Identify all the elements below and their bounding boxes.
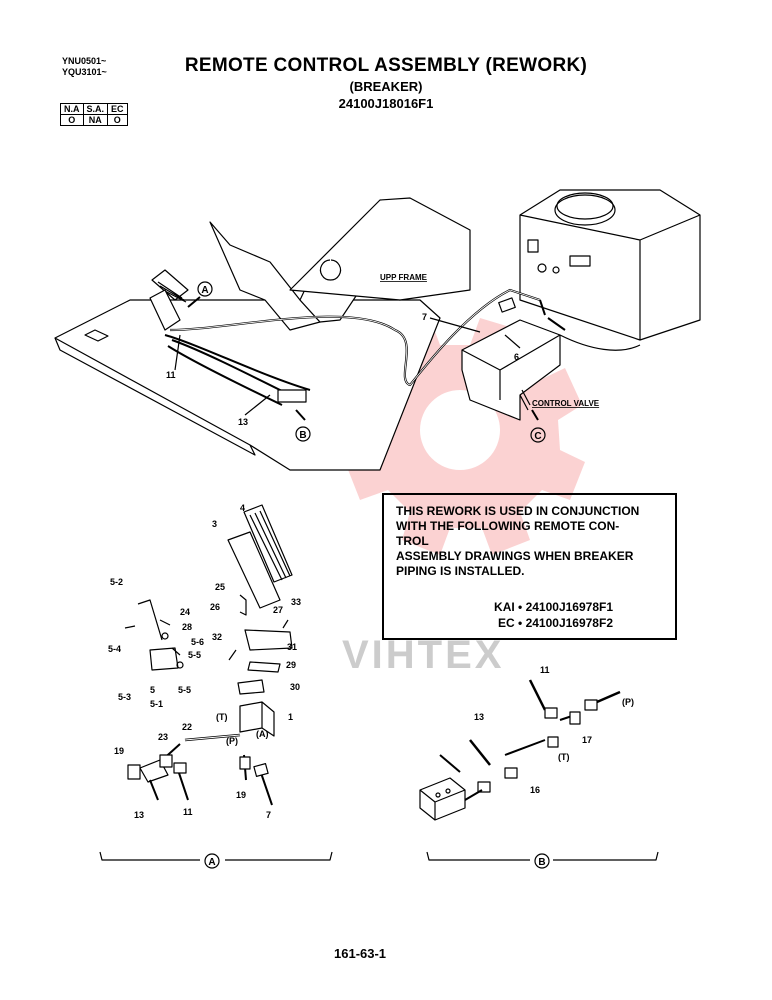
detail-a-label: 5-6 xyxy=(191,637,204,647)
detail-a-label: 24 xyxy=(180,607,190,617)
note-line: TROL xyxy=(396,534,429,548)
detail-a-label: 13 xyxy=(134,810,144,820)
note-line: PIPING IS INSTALLED. xyxy=(396,564,525,578)
serial-line-1: YNU0501~ xyxy=(62,56,107,66)
serial-line-2: YQU3101~ xyxy=(62,67,107,77)
detail-a-label: 22 xyxy=(182,722,192,732)
detail-a-label: 5-5 xyxy=(178,685,191,695)
part-label-11: 11 xyxy=(166,370,176,380)
page-title: REMOTE CONTROL ASSEMBLY (REWORK) xyxy=(184,55,588,76)
part-label-6: 6 xyxy=(514,352,519,362)
upp-frame-label: UPP FRAME xyxy=(380,273,428,282)
detail-a-label: 5 xyxy=(150,685,155,695)
view-marker-a: A xyxy=(208,857,215,868)
detail-a-label: 1 xyxy=(288,712,293,722)
detail-a-label: 25 xyxy=(215,582,225,592)
detail-a-label: 5-1 xyxy=(150,699,163,709)
detail-b-label: (T) xyxy=(558,752,570,762)
detail-a-label: 31 xyxy=(287,642,297,652)
detail-a-label: 5-2 xyxy=(110,577,123,587)
page-number: 161-63-1 xyxy=(334,946,387,961)
control-valve-label: CONTROL VALVE xyxy=(532,399,600,408)
detail-a-label: 23 xyxy=(158,732,168,742)
detail-a-label: 4 xyxy=(240,503,245,513)
detail-a-label: 29 xyxy=(286,660,296,670)
detail-b-label: 16 xyxy=(530,785,540,795)
view-marker-b: B xyxy=(538,857,545,868)
note-ref: EC • 24100J16978F2 xyxy=(498,616,613,630)
note-ref: KAI • 24100J16978F1 xyxy=(494,600,613,614)
detail-a-label: 7 xyxy=(266,810,271,820)
callout-a: A xyxy=(201,285,208,296)
detail-a-label: (A) xyxy=(256,729,269,739)
detail-a-label: (T) xyxy=(216,712,228,722)
callout-b: B xyxy=(299,430,306,441)
part-number: 24100J18016F1 xyxy=(338,96,434,111)
detail-a-label: (P) xyxy=(226,736,238,746)
detail-b-label: 17 xyxy=(582,735,592,745)
watermark-text: VIHTEX xyxy=(342,633,504,677)
detail-a-label: 30 xyxy=(290,682,300,692)
applicability-table: N.A S.A. EC O NA O xyxy=(60,103,128,126)
applicability-value: NA xyxy=(82,114,109,126)
rework-note: THIS REWORK IS USED IN CONJUNCTION WITH … xyxy=(382,493,677,640)
note-line: ASSEMBLY DRAWINGS WHEN BREAKER xyxy=(396,549,634,563)
page-subtitle: (BREAKER) xyxy=(349,79,423,94)
detail-b-label: 13 xyxy=(474,712,484,722)
detail-a-label: 5-5 xyxy=(188,650,201,660)
detail-a-label: 19 xyxy=(236,790,246,800)
detail-b-label: 11 xyxy=(540,665,550,675)
detail-a-label: 33 xyxy=(291,597,301,607)
detail-a-label: 5-4 xyxy=(108,644,121,654)
detail-a-label: 19 xyxy=(114,746,124,756)
part-label-7: 7 xyxy=(422,312,427,322)
note-line: WITH THE FOLLOWING REMOTE CON- xyxy=(396,519,620,533)
serial-range: YNU0501~ YQU3101~ xyxy=(62,56,107,78)
note-line: THIS REWORK IS USED IN CONJUNCTION xyxy=(396,504,640,518)
detail-a-label: 11 xyxy=(183,807,193,817)
detail-a-label: 3 xyxy=(212,519,217,529)
note-references: KAI • 24100J16978F1 EC • 24100J16978F2 xyxy=(396,599,663,631)
detail-a-label: 27 xyxy=(273,605,283,615)
detail-a-label: 5-3 xyxy=(118,692,131,702)
detail-b-label: (P) xyxy=(622,697,634,707)
part-label-13: 13 xyxy=(238,417,248,427)
applicability-value: O xyxy=(107,114,128,126)
detail-a-label: 26 xyxy=(210,602,220,612)
detail-a-label: 32 xyxy=(212,632,222,642)
callout-c: C xyxy=(534,431,541,442)
detail-a-label: 28 xyxy=(182,622,192,632)
